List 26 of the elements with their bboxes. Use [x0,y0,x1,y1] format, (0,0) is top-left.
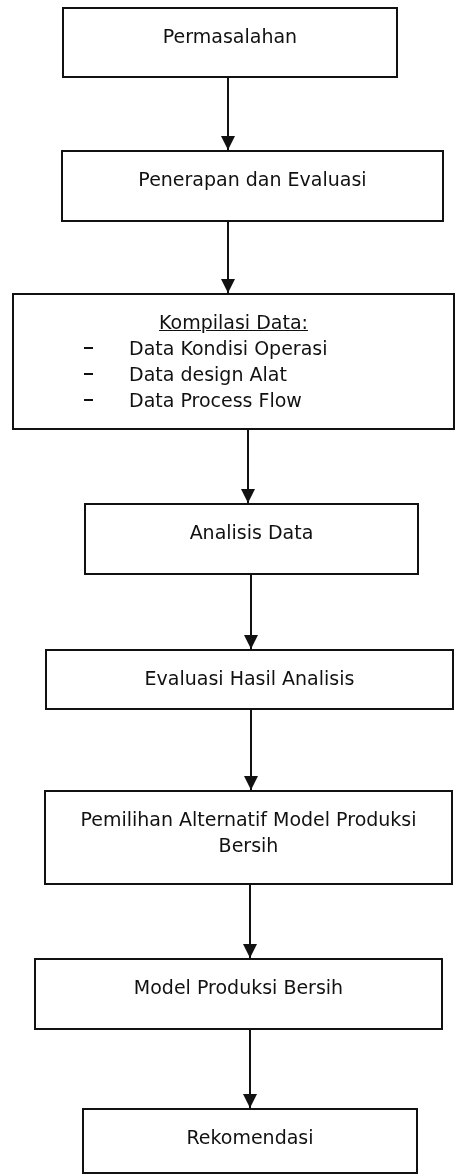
process-box [61,150,444,222]
list-heading: Kompilasi Data: [158,310,309,335]
arrow [243,1029,257,1109]
list-item: Data design Alat [129,362,287,387]
box-label: Model Produksi Bersih [132,975,345,1000]
arrow [221,221,235,294]
list-item: Data Kondisi Operasi [129,336,328,361]
box-label: Penerapan dan Evaluasi [137,167,368,192]
process-box [12,293,455,430]
box-label: Evaluasi Hasil Analisis [143,666,356,691]
process-box [82,1108,418,1174]
process-box [34,958,443,1030]
process-box [84,503,419,575]
process-box [62,7,398,78]
box-label: Rekomendasi [185,1125,315,1150]
arrow [244,709,258,791]
process-box [44,790,453,885]
list-item: Data Process Flow [129,388,302,413]
arrow [244,574,258,650]
box-label: Analisis Data [188,520,315,545]
arrow [221,77,235,151]
arrow [241,429,255,504]
box-label: Pemilihan Alternatif Model Produksi Bersih [79,807,418,858]
process-box [45,649,454,710]
box-label: Permasalahan [161,24,299,49]
arrow [243,884,257,959]
